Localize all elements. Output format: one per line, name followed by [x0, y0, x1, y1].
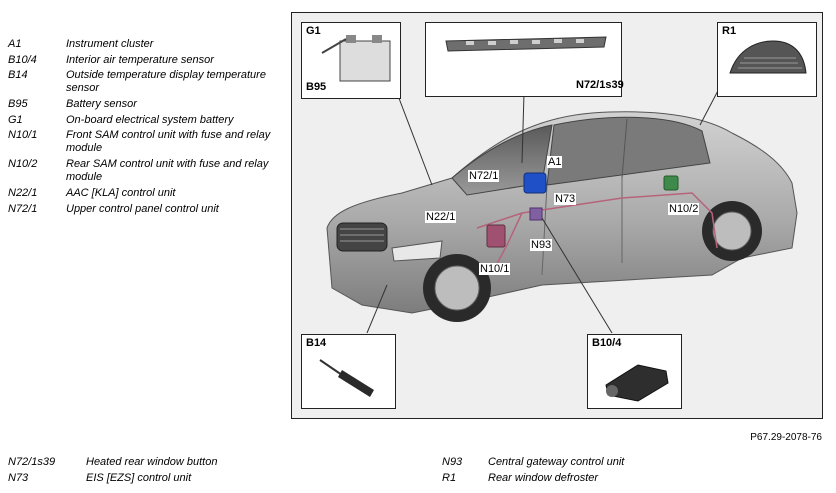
- tag-eis-control-unit: N73: [554, 193, 577, 205]
- legend-desc: Upper control panel control unit: [66, 203, 219, 215]
- headlight: [391, 240, 443, 262]
- instrument-cluster-component: [523, 172, 547, 194]
- legend-code: B95: [8, 98, 28, 110]
- legend-desc: EIS [EZS] control unit: [86, 472, 192, 484]
- legend-desc: Front SAM control unit with fuse and rel…: [66, 129, 271, 154]
- legend-desc: Central gateway control unit: [488, 456, 625, 468]
- legend-desc: AAC [KLA] control unit: [66, 187, 176, 199]
- gateway-component: [529, 207, 543, 221]
- callout-outside-temp-sensor: B14: [301, 334, 396, 409]
- front-sam-component: [486, 224, 506, 248]
- callout-label: B95: [306, 81, 327, 93]
- tag-rear-sam: N10/2: [668, 203, 700, 215]
- car-body: [326, 111, 798, 322]
- rear-sam-component: [663, 175, 679, 191]
- tag-upper-control-panel: N72/1: [468, 170, 500, 182]
- temperature-sensor-icon: [319, 359, 374, 397]
- front-grille: [336, 222, 388, 252]
- callout-label: B14: [306, 337, 327, 349]
- legend-code: B14: [8, 69, 28, 81]
- figure-reference: P67.29-2078-76: [750, 432, 822, 443]
- callout-label: N72/1s39: [576, 79, 624, 91]
- tag-central-gateway: N93: [530, 239, 553, 251]
- callout-label: B10/4: [592, 337, 622, 349]
- tag-aac-control-unit: N22/1: [425, 211, 457, 223]
- legend-desc: Battery sensor: [66, 98, 137, 110]
- tag-front-sam: N10/1: [479, 263, 511, 275]
- wiring-harness: [476, 192, 718, 249]
- battery-icon: [321, 35, 391, 82]
- side-windows: [546, 116, 711, 186]
- legend-desc: Instrument cluster: [66, 38, 154, 50]
- callout-label: R1: [722, 25, 737, 37]
- legend-code: N73: [8, 472, 29, 484]
- legend-code: N72/1s39: [8, 456, 56, 468]
- legend-code: N72/1: [8, 203, 38, 215]
- legend-desc: On-board electrical system battery: [66, 114, 234, 126]
- legend-desc: Rear window defroster: [488, 472, 599, 484]
- legend-code: N22/1: [8, 187, 38, 199]
- legend-code: N10/1: [8, 129, 38, 141]
- window-pillar: [621, 118, 628, 179]
- callout-interior-air-sensor: B10/4: [587, 334, 682, 409]
- callout-heated-rear-window-button: N72/1s39: [425, 22, 624, 97]
- rear-window-icon: [729, 40, 807, 74]
- callout-label: G1: [306, 25, 321, 37]
- legend-code: N10/2: [8, 158, 38, 170]
- door-line: [541, 184, 548, 276]
- legend-desc: Interior air temperature sensor: [66, 54, 214, 66]
- tag-instrument-cluster: A1: [547, 156, 563, 168]
- callout-rear-window-defroster: R1: [717, 22, 817, 97]
- legend-desc: Outside temperature display temperature …: [66, 69, 266, 94]
- legend-code: N93: [442, 456, 463, 468]
- legend-code: R1: [442, 472, 457, 484]
- legend-desc: Rear SAM control unit with fuse and rela…: [66, 158, 269, 183]
- vehicle-illustration: [326, 82, 798, 334]
- legend-code: G1: [8, 114, 23, 126]
- vehicle-illustration-panel: G1 B95 N72/1s39 R1 B14: [291, 12, 823, 419]
- control-panel-strip-icon: [445, 36, 607, 52]
- air-sensor-icon: [605, 364, 669, 402]
- legend-desc: Heated rear window button: [86, 456, 218, 468]
- callout-battery: G1 B95: [301, 22, 401, 99]
- legend-code: B10/4: [8, 54, 37, 66]
- legend-code: A1: [8, 38, 22, 50]
